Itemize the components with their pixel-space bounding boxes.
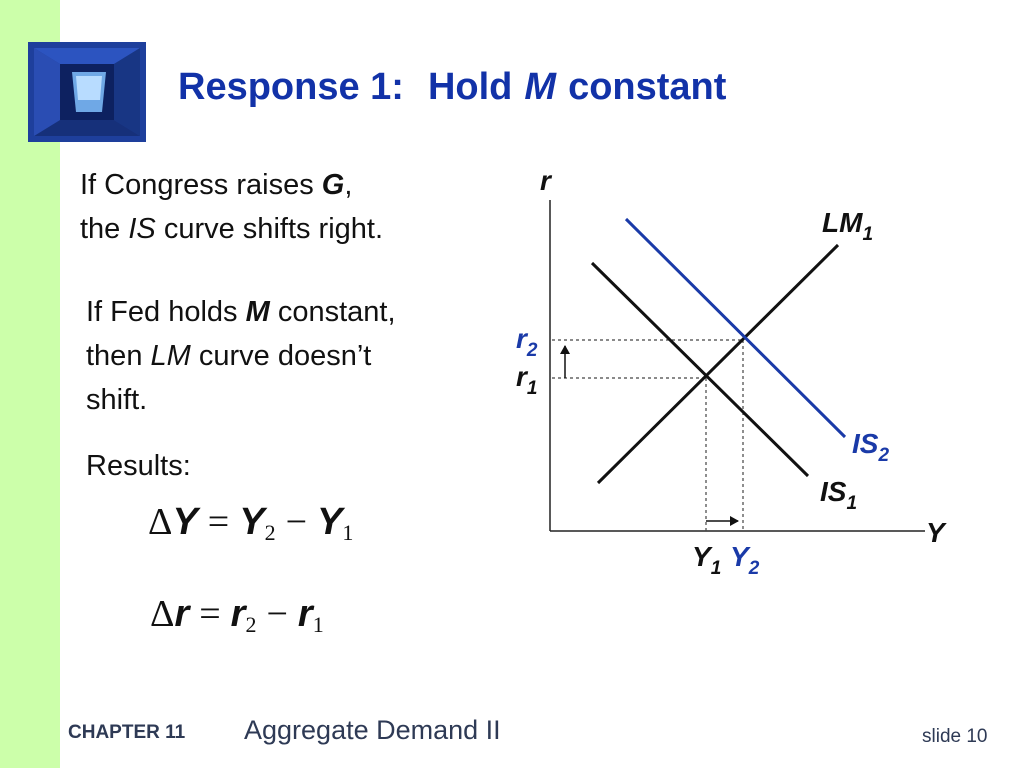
lm-label-subscript: 1 (862, 224, 873, 245)
text-span: constant, (269, 296, 396, 328)
equals-sign: = (207, 501, 230, 543)
text-span: the (80, 213, 129, 245)
equation-delta-y: ΔY=Y2−Y1 (148, 500, 353, 546)
variable-m: M (245, 296, 270, 328)
text-span: , (344, 169, 353, 201)
eq-subscript: 2 (245, 612, 257, 637)
r2-label-text: r (516, 323, 529, 354)
variable-g: G (321, 169, 345, 201)
footer-title: Aggregate Demand II (244, 715, 501, 745)
y1-label-text: Y (692, 541, 713, 572)
r1-label-subscript: 1 (527, 378, 538, 399)
paragraph-congress: If Congress raises G, the IS curve shift… (80, 163, 383, 251)
eq-var: r (297, 593, 313, 635)
eq-var: r (174, 593, 190, 635)
text-span: If Fed holds (86, 296, 246, 328)
paragraph-fed: If Fed holds M constant, then LM curve d… (86, 290, 396, 422)
logo-image (28, 42, 146, 142)
is1-curve-label: IS1 (820, 476, 857, 514)
text-span: If Congress raises (80, 169, 322, 201)
eq-subscript: 1 (342, 520, 354, 545)
is1-label-text: IS (820, 476, 847, 507)
y-axis-label: r (540, 165, 553, 196)
text-span: then (86, 340, 151, 372)
r1-marker-label: r1 (516, 361, 537, 399)
r1-label-text: r (516, 361, 529, 392)
r2-marker-label: r2 (516, 323, 538, 361)
is2-curve (624, 217, 847, 439)
y2-marker-label: Y2 (730, 541, 760, 579)
lm-label-text: LM (822, 207, 863, 238)
minus-sign: − (285, 501, 308, 543)
eq-subscript: 1 (312, 612, 324, 637)
variable-is: IS (128, 213, 156, 245)
fed-line-3: shift. (86, 384, 148, 416)
is2-curve-label: IS2 (852, 428, 889, 466)
title-word: Hold (427, 66, 513, 108)
y1-marker-label: Y1 (692, 541, 721, 579)
x-axis-label: Y (926, 517, 947, 548)
equation-delta-r: Δr=r2−r1 (150, 592, 324, 638)
eq-subscript: 2 (264, 520, 276, 545)
delta-symbol: Δ (150, 593, 175, 635)
slide-number: slide 10 (922, 726, 988, 747)
delta-symbol: Δ (148, 501, 173, 543)
lm-curve (596, 243, 840, 485)
title-variable-m: M (524, 66, 557, 108)
text-span: curve shifts right. (155, 213, 384, 245)
is1-label-subscript: 1 (846, 493, 857, 514)
y2-label-text: Y (730, 541, 751, 572)
title-suffix: constant (568, 66, 727, 108)
minus-sign: − (266, 593, 288, 635)
is1-curve (590, 261, 810, 478)
congress-line-1: If Congress raises G, (80, 163, 383, 207)
y1-label-subscript: 1 (711, 558, 722, 579)
congress-line-2: the IS curve shifts right. (80, 207, 383, 251)
title-prefix: Response 1: (178, 66, 404, 108)
footer-chapter: CHAPTER 11 (68, 722, 186, 743)
variable-lm: LM (150, 340, 191, 372)
lm-curve-label: LM1 (822, 207, 873, 245)
eq-var: Y (239, 501, 265, 543)
fed-line-2: then LM curve doesn’t (86, 334, 396, 378)
eq-var: r (230, 593, 246, 635)
eq-var: Y (172, 501, 198, 543)
eq-var: Y (317, 501, 343, 543)
text-span: curve doesn’t (190, 340, 372, 372)
y2-label-subscript: 2 (748, 558, 760, 579)
results-label: Results: (86, 450, 191, 482)
is2-label-subscript: 2 (877, 445, 889, 466)
equals-sign: = (199, 593, 221, 635)
fed-line-1: If Fed holds M constant, (86, 290, 396, 334)
is2-label-text: IS (852, 428, 879, 459)
r2-label-subscript: 2 (526, 340, 538, 361)
